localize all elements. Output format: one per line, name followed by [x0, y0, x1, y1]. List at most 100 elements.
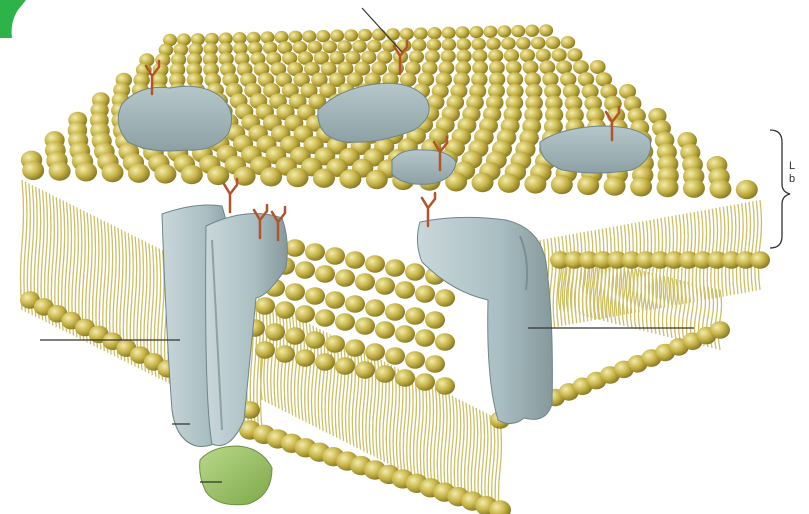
phospholipid-head — [375, 365, 395, 383]
phospholipid-head — [471, 38, 486, 51]
lipid-tail — [499, 420, 502, 514]
lipid-tail — [427, 384, 430, 484]
phospholipid-head — [736, 180, 758, 199]
phospholipid-head — [325, 247, 345, 265]
lipid-tail — [755, 201, 758, 291]
phospholipid-head — [561, 36, 576, 49]
lipid-tail — [495, 418, 498, 514]
phospholipid-head — [313, 169, 335, 188]
lipid-tail — [471, 406, 474, 506]
phospholipid-head — [345, 339, 365, 357]
phospholipid-head — [497, 25, 511, 37]
phospholipid-head — [435, 377, 455, 395]
phospholipid-head — [531, 37, 546, 50]
lipid-tail — [733, 205, 736, 295]
phospholipid-head — [525, 25, 539, 37]
phospholipid-head — [344, 29, 358, 41]
lipid-tail — [434, 387, 437, 487]
phospholipid-head — [469, 26, 483, 38]
phospholipid-head — [358, 29, 372, 41]
phospholipid-head — [750, 251, 770, 269]
phospholipid-head — [355, 317, 375, 335]
phospholipid-head — [709, 179, 731, 198]
phospholipid-head — [207, 166, 229, 185]
phospholipid-head — [590, 60, 606, 74]
phospholipid-head — [335, 313, 355, 331]
lipid-tail — [751, 201, 754, 291]
phospholipid-head — [501, 37, 516, 50]
phospholipid-head — [275, 345, 295, 363]
lipid-tail — [722, 207, 725, 297]
phospholipid-head — [260, 167, 282, 186]
phospholipid-head — [295, 349, 315, 367]
lipid-tail — [748, 202, 751, 292]
phospholipid-head — [375, 321, 395, 339]
lipid-tail — [737, 204, 740, 294]
phospholipid-head — [305, 331, 325, 349]
logo-fragment — [0, 0, 26, 38]
lipid-tail — [553, 237, 556, 327]
lipid-tail — [356, 348, 359, 448]
phospholipid-head — [567, 48, 582, 61]
phospholipid-head — [504, 49, 519, 62]
lipid-tail — [726, 206, 729, 296]
lipid-tail — [448, 394, 451, 494]
phospholipid-head — [400, 28, 414, 40]
phospholipid-head — [365, 255, 385, 273]
phospholipid-head — [295, 261, 315, 279]
phospholipid-head — [440, 50, 455, 63]
lipid-tail — [461, 401, 464, 501]
phospholipid-head — [415, 373, 435, 391]
phospholipid-head — [516, 37, 531, 50]
phospholipid-head — [539, 60, 555, 74]
phospholipid-head — [315, 265, 335, 283]
lipid-tail — [441, 391, 444, 491]
lipid-tail — [339, 339, 342, 439]
lipid-tail — [431, 386, 434, 486]
phospholipid-head — [441, 38, 456, 51]
phospholipid-head — [395, 325, 415, 343]
phospholipid-head — [577, 176, 599, 195]
peripheral-protein-back-left — [118, 86, 231, 151]
phospholipid-head — [386, 28, 400, 40]
phospholipid-head — [472, 49, 487, 62]
phospholipid-head — [335, 357, 355, 375]
phospholipid-head — [128, 164, 150, 183]
lipid-tail — [403, 372, 406, 472]
phospholipid-head — [375, 277, 395, 295]
phospholipid-head — [573, 60, 589, 74]
lipid-tail — [740, 203, 743, 293]
lipid-tail — [635, 269, 638, 329]
lipid-tail — [465, 403, 468, 503]
phospholipid-head — [442, 27, 456, 39]
phospholipid-head — [337, 40, 352, 53]
phospholipid-head — [425, 311, 445, 329]
phospholipid-head — [472, 173, 494, 192]
lipid-tail — [744, 203, 747, 293]
carbohydrate-chain — [224, 179, 237, 212]
phospholipid-head — [275, 301, 295, 319]
phospholipid-head — [372, 28, 386, 40]
lipid-tail — [451, 396, 454, 496]
phospholipid-head — [385, 347, 405, 365]
phospholipid-head — [551, 48, 566, 61]
cytoskeleton-filament — [200, 446, 272, 505]
phospholipid-head — [405, 351, 425, 369]
lipid-tail — [444, 393, 447, 493]
phospholipid-head — [395, 281, 415, 299]
phospholipid-head — [604, 176, 626, 195]
phospholipid-head — [556, 60, 572, 74]
phospholipid-head — [316, 30, 330, 42]
phospholipid-head — [385, 259, 405, 277]
phospholipid-head — [181, 165, 203, 184]
phospholipid-head — [366, 170, 388, 189]
phospholipid-head — [285, 283, 305, 301]
lipid-tail — [410, 375, 413, 475]
phospholipid-head — [551, 175, 573, 194]
phospholipid-head — [330, 30, 344, 42]
phospholipid-head — [305, 287, 325, 305]
phospholipid-head — [255, 297, 275, 315]
phospholipid-head — [425, 355, 445, 373]
phospholipid-head — [345, 295, 365, 313]
